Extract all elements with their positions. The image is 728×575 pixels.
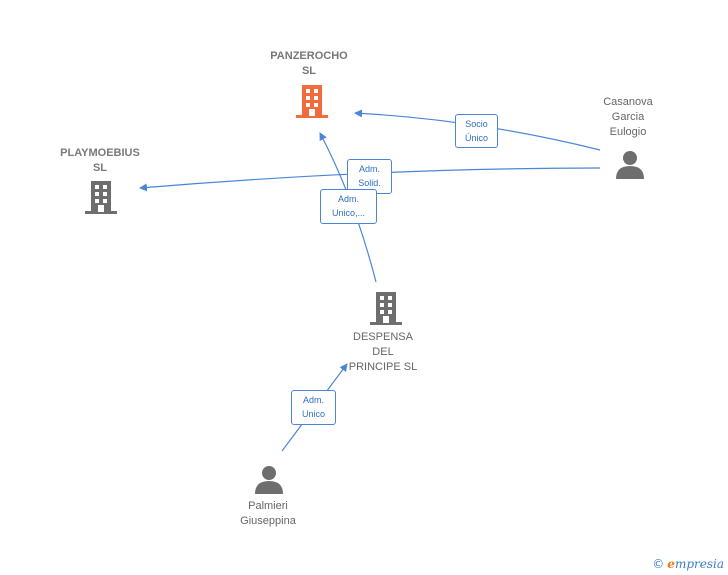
node-label-panzerocho[interactable]: PANZEROCHO SL — [254, 49, 364, 79]
node-name-line: DEL — [372, 346, 394, 358]
node-label-playmoebius[interactable]: PLAYMOEBIUS SL — [45, 146, 155, 176]
node-name-line: SL — [92, 162, 108, 174]
person-icon — [616, 151, 644, 179]
person-icon — [255, 466, 283, 494]
node-name-line: Giuseppina — [240, 515, 296, 527]
brand-watermark: ©empresia — [652, 557, 724, 571]
node-label-casanova[interactable]: Casanova Garcia Eulogio — [578, 95, 678, 140]
edge-label-adm-unico-ellipsis[interactable]: Adm. Unico,... — [320, 189, 377, 224]
edge-label-line: Socio — [465, 119, 488, 129]
building-icon — [370, 292, 402, 325]
node-name-line: PANZEROCHO — [270, 50, 348, 62]
node-label-palmieri[interactable]: Palmieri Giuseppina — [218, 499, 318, 529]
edge-label-line: Unico,... — [331, 208, 365, 218]
edge-label-line: Solid. — [358, 178, 381, 188]
copyright-icon: © — [652, 557, 665, 571]
brand-name: mpresia — [674, 557, 724, 571]
edge-label-line: Único — [464, 133, 488, 143]
building-icon — [85, 181, 117, 214]
node-name-line: Palmieri — [248, 500, 288, 512]
edge-label-line: Unico — [301, 409, 325, 419]
node-name-line: SL — [301, 65, 317, 77]
edge-label-line: Adm. — [302, 395, 324, 405]
brand-initial: e — [667, 557, 675, 571]
node-name-line: DESPENSA — [353, 331, 413, 343]
node-name-line: Casanova — [603, 96, 653, 108]
building-icon — [296, 85, 328, 118]
node-name-line: Garcia — [611, 111, 645, 123]
edge-label-adm-unico[interactable]: Adm. Unico — [291, 390, 336, 425]
node-name-line: PRINCIPE SL — [348, 361, 418, 373]
edge-label-socio-unico[interactable]: Socio Único — [455, 114, 498, 148]
node-name-line: Eulogio — [609, 126, 647, 138]
node-name-line: PLAYMOEBIUS — [60, 147, 140, 159]
edge-label-line: Adm. — [358, 164, 380, 174]
node-label-despensa[interactable]: DESPENSA DEL PRINCIPE SL — [328, 330, 438, 375]
edge-label-line: Adm. — [337, 194, 359, 204]
